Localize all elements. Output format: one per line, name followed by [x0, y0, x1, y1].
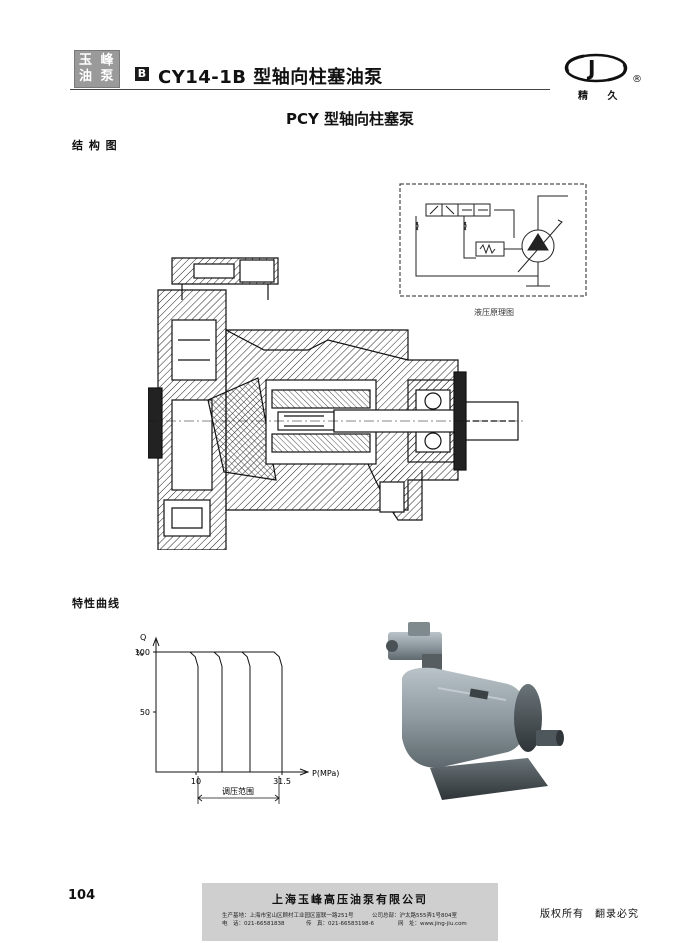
hydraulic-caption: 液压原理图 — [474, 308, 514, 317]
brand-name: 精 久 — [578, 91, 626, 102]
company-name: 上海玉峰高压油泵有限公司 — [272, 893, 428, 906]
x-tick-label: 10 — [191, 777, 201, 786]
header-rule — [70, 89, 550, 90]
characteristic-curve-chart: Q % P(MPa) 100 50 10 31.5 调压范围 — [135, 633, 339, 804]
fax: 传 真：021-66583198-6 — [306, 921, 374, 927]
production-base: 生产基地：上海市宝山区顾村工业园区富联一路251号 — [222, 913, 354, 919]
company-logo: 玉 峰 油 泵 — [74, 50, 120, 88]
chart-axes — [155, 640, 306, 773]
page-title: PCY 型轴向柱塞泵 — [285, 110, 415, 128]
svg-text:J: J — [586, 56, 595, 80]
range-extension-lines — [197, 776, 280, 804]
x-axis-label: P(MPa) — [312, 769, 339, 778]
section-title: CY14-1B 型轴向柱塞油泵 — [158, 67, 383, 88]
registered-mark: ® — [632, 74, 642, 85]
hydraulic-schematic — [399, 183, 587, 297]
curve-line-4 — [156, 651, 283, 772]
curve-line-1 — [156, 651, 199, 772]
y-axis-unit: % — [136, 649, 144, 658]
y-tick-label: 100 — [135, 648, 150, 657]
x-axis-arrow — [299, 768, 310, 776]
logo-line-2: 油 泵 — [79, 69, 116, 84]
section-badge: B — [135, 67, 149, 81]
brand-logo: J — [564, 53, 628, 83]
website: 网 址：www.jing-jiu.com — [398, 921, 467, 927]
logo-line-1: 玉 峰 — [79, 53, 116, 68]
structure-label: 结 构 图 — [72, 139, 118, 152]
pump-cross-section-drawing — [148, 257, 526, 550]
x-tick-label: 31.5 — [273, 777, 291, 786]
curve-label: 特性曲线 — [72, 597, 120, 610]
pump-product-photo — [386, 622, 564, 800]
y-axis-arrow — [152, 636, 160, 647]
footer-contact-box — [202, 883, 498, 941]
page-number: 104 — [68, 888, 96, 903]
y-axis-label: Q — [140, 633, 146, 642]
copyright-notice: 版权所有 翻录必究 — [540, 909, 639, 920]
phone: 电 话：021-66581838 — [222, 921, 285, 927]
y-tick-label: 50 — [140, 708, 150, 717]
curve-line-2 — [156, 651, 223, 772]
company-address: 公司总部：沪太路555弄1号804室 — [372, 913, 457, 919]
curve-line-3 — [156, 651, 251, 772]
range-arrows — [197, 794, 280, 802]
range-annotation: 调压范围 — [222, 786, 254, 796]
